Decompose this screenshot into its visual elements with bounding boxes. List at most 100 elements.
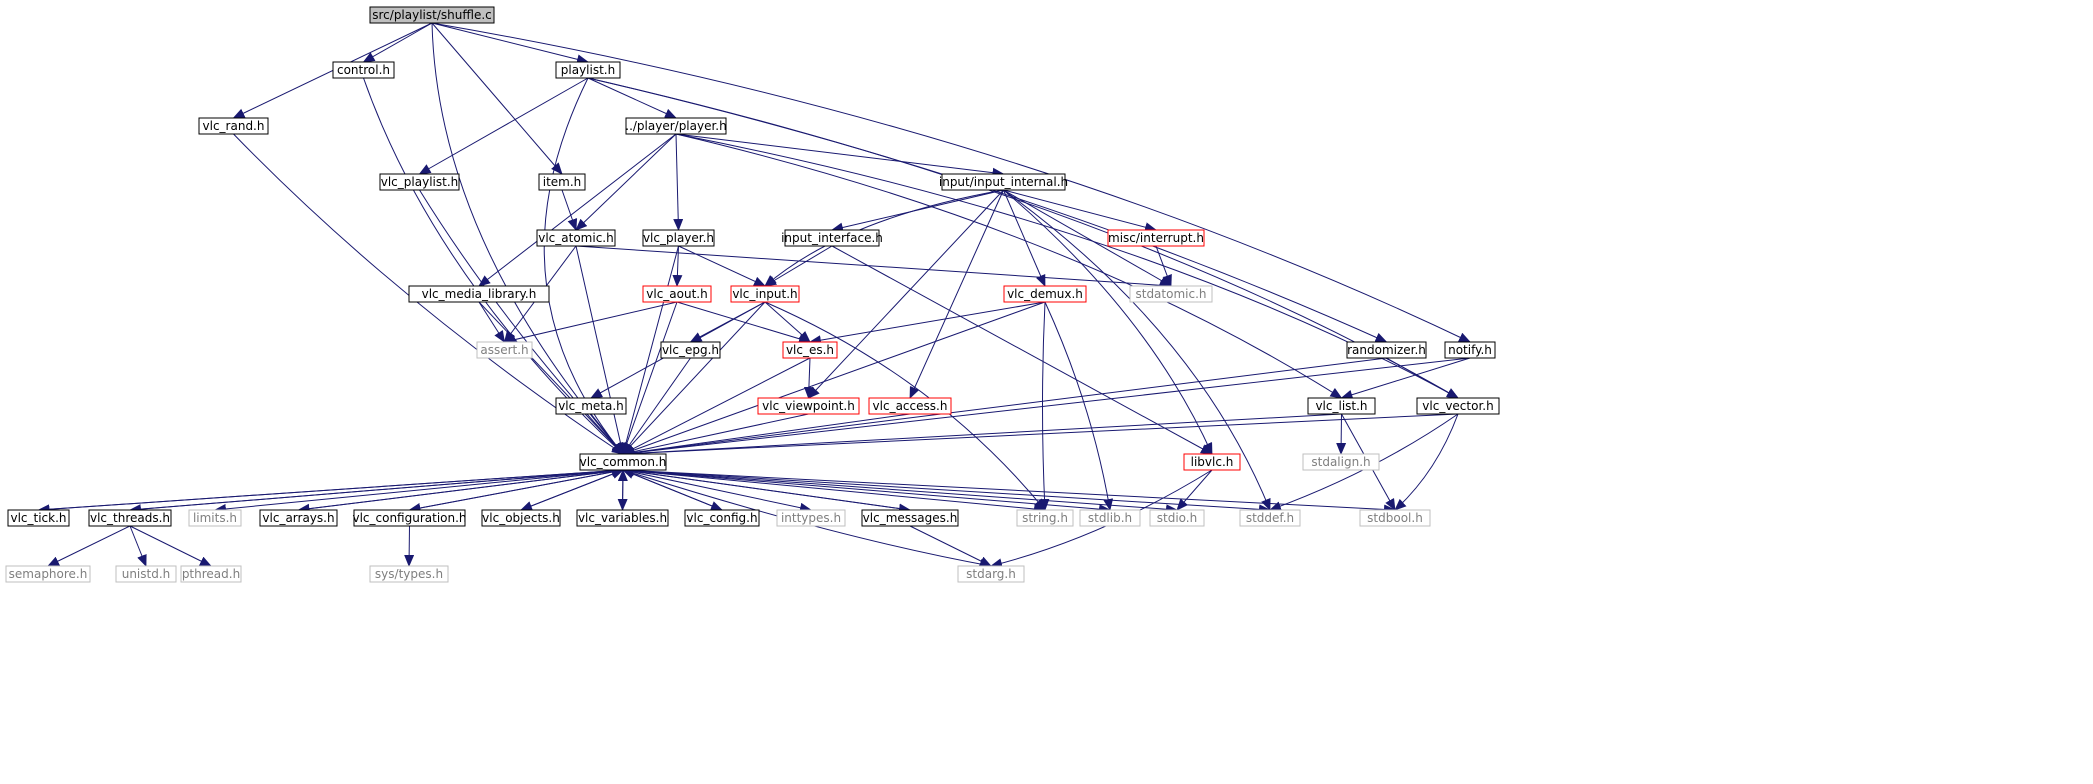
node-box-semaphore — [5, 565, 91, 583]
edge-vlc_threads-to-vlc_common — [129, 465, 624, 511]
edge-vlc_es-to-vlc_common — [622, 357, 811, 455]
node-box-vlc-epg — [660, 341, 721, 359]
edge-shuffle-to-item — [431, 22, 563, 175]
node-label-vlc-input: vlc_input.h — [732, 287, 797, 301]
node-shuffle[interactable]: src/playlist/shuffle.c — [369, 6, 495, 24]
node-box-vlc-media-library — [408, 285, 550, 303]
node-randomizer[interactable]: randomizer.h — [1346, 341, 1427, 359]
edge-vlc_aout-to-assert — [503, 301, 678, 345]
edge-vlc_configuration-to-sys_types — [404, 525, 415, 567]
edge-vlc_configuration-to-vlc_common — [409, 467, 624, 511]
node-vlc-vector[interactable]: vlc_vector.h — [1416, 397, 1500, 415]
edge-vlc_es-to-vlc_viewpoint — [803, 357, 814, 399]
node-box-unistd — [115, 565, 177, 583]
edge-vlc_common-to-string — [622, 469, 1046, 514]
node-label-semaphore: semaphore.h — [9, 567, 88, 581]
node-label-playlist: playlist.h — [561, 63, 615, 77]
node-label-item: item.h — [543, 175, 582, 189]
node-box-stdio — [1149, 509, 1205, 527]
header-nodes: src/playlist/shuffle.c control.h playlist.… — [5, 6, 1500, 583]
node-label-randomizer: randomizer.h — [1347, 343, 1426, 357]
node-box-sys-types — [369, 565, 449, 583]
node-vlc-arrays[interactable]: vlc_arrays.h — [259, 509, 338, 527]
node-input-interface[interactable]: input_interface.h — [781, 229, 883, 247]
node-label-shuffle: src/playlist/shuffle.c — [372, 8, 492, 22]
node-control[interactable]: control.h — [332, 61, 395, 79]
node-label-stdatomic: stdatomic.h — [1135, 287, 1206, 301]
node-notify[interactable]: notify.h — [1444, 341, 1496, 359]
node-vlc-player[interactable]: vlc_player.h — [642, 229, 715, 247]
node-label-misc-interrupt: misc/interrupt.h — [1108, 231, 1204, 245]
node-item[interactable]: item.h — [538, 173, 586, 191]
node-vlc-variables[interactable]: vlc_variables.h — [576, 509, 669, 527]
node-playlist[interactable]: playlist.h — [555, 61, 621, 79]
node-input-internal[interactable]: input/input_internal.h — [939, 173, 1068, 191]
edge-vlc_common-to-stdbool — [622, 469, 1396, 515]
node-box-stdbool — [1359, 509, 1431, 527]
node-vlc-viewpoint[interactable]: vlc_viewpoint.h — [757, 397, 860, 415]
node-box-assert — [476, 341, 533, 359]
node-box-vlc-aout — [642, 285, 712, 303]
node-box-playlist — [555, 61, 621, 79]
node-vlc-config[interactable]: vlc_config.h — [684, 509, 760, 527]
node-label-vlc-vector: vlc_vector.h — [1422, 399, 1493, 413]
node-vlc-configuration[interactable]: vlc_configuration.h — [352, 509, 467, 527]
node-misc-interrupt[interactable]: misc/interrupt.h — [1107, 229, 1205, 247]
node-vlc-aout[interactable]: vlc_aout.h — [642, 285, 712, 303]
node-vlc-threads[interactable]: vlc_threads.h — [88, 509, 172, 527]
node-vlc-meta[interactable]: vlc_meta.h — [555, 397, 627, 415]
node-label-stdlib: stdlib.h — [1088, 511, 1132, 525]
edge-vlc_playlist-to-vlc_common — [419, 189, 624, 455]
node-vlc-atomic[interactable]: vlc_atomic.h — [536, 229, 616, 247]
node-label-stddef: stddef.h — [1246, 511, 1294, 525]
node-vlc-es[interactable]: vlc_es.h — [782, 341, 838, 359]
node-box-vlc-access — [868, 397, 952, 415]
node-vlc-input[interactable]: vlc_input.h — [730, 285, 800, 303]
node-vlc-epg[interactable]: vlc_epg.h — [660, 341, 721, 359]
node-label-input-internal: input/input_internal.h — [939, 175, 1068, 189]
edge-input_internal-to-vlc_access — [909, 189, 1004, 399]
node-vlc-list[interactable]: vlc_list.h — [1307, 397, 1376, 415]
node-vlc-media-library[interactable]: vlc_media_library.h — [408, 285, 550, 303]
node-stdlib: stdlib.h — [1079, 509, 1141, 527]
node-libvlc[interactable]: libvlc.h — [1183, 453, 1241, 471]
node-box-vlc-atomic — [536, 229, 616, 247]
edge-player-to-vlc_list — [675, 133, 1343, 399]
node-label-vlc-aout: vlc_aout.h — [646, 287, 707, 301]
node-stdalign: stdalign.h — [1302, 453, 1380, 471]
edge-vlc_input-to-string — [764, 301, 1046, 511]
edge-input_internal-to-vlc_viewpoint — [807, 189, 1004, 399]
node-vlc-objects[interactable]: vlc_objects.h — [481, 509, 561, 527]
node-label-notify: notify.h — [1448, 343, 1492, 357]
node-label-vlc-meta: vlc_meta.h — [558, 399, 624, 413]
edge-vlc_demux-to-vlc_es — [809, 301, 1046, 346]
node-vlc-messages[interactable]: vlc_messages.h — [861, 509, 959, 527]
node-vlc-playlist[interactable]: vlc_playlist.h — [379, 173, 460, 191]
edge-vlc_common-to-limits — [214, 469, 624, 514]
node-player[interactable]: ../player/player.h — [625, 117, 727, 135]
node-label-player: ../player/player.h — [625, 119, 726, 133]
node-vlc-access[interactable]: vlc_access.h — [868, 397, 952, 415]
node-label-string: string.h — [1022, 511, 1068, 525]
node-box-stdatomic — [1129, 285, 1213, 303]
node-sys-types: sys/types.h — [369, 565, 449, 583]
node-vlc-rand[interactable]: vlc_rand.h — [198, 117, 269, 135]
node-vlc-tick[interactable]: vlc_tick.h — [7, 509, 70, 527]
node-box-inttypes — [776, 509, 846, 527]
edge-randomizer-to-vlc_vector — [1386, 357, 1459, 399]
node-label-vlc-objects: vlc_objects.h — [482, 511, 560, 525]
node-box-vlc-arrays — [259, 509, 338, 527]
node-box-vlc-input — [730, 285, 800, 303]
node-box-stdalign — [1302, 453, 1380, 471]
node-box-libvlc — [1183, 453, 1241, 471]
node-label-control: control.h — [337, 63, 390, 77]
node-label-libvlc: libvlc.h — [1191, 455, 1234, 469]
edge-player-to-vlc_player — [673, 133, 684, 231]
node-label-vlc-variables: vlc_variables.h — [578, 511, 667, 525]
node-vlc-common[interactable]: vlc_common.h — [579, 453, 667, 471]
node-vlc-demux[interactable]: vlc_demux.h — [1003, 285, 1087, 303]
node-box-vlc-list — [1307, 397, 1376, 415]
node-label-unistd: unistd.h — [122, 567, 171, 581]
edge-vlc_demux-to-vlc_common — [622, 301, 1046, 455]
node-inttypes: inttypes.h — [776, 509, 846, 527]
